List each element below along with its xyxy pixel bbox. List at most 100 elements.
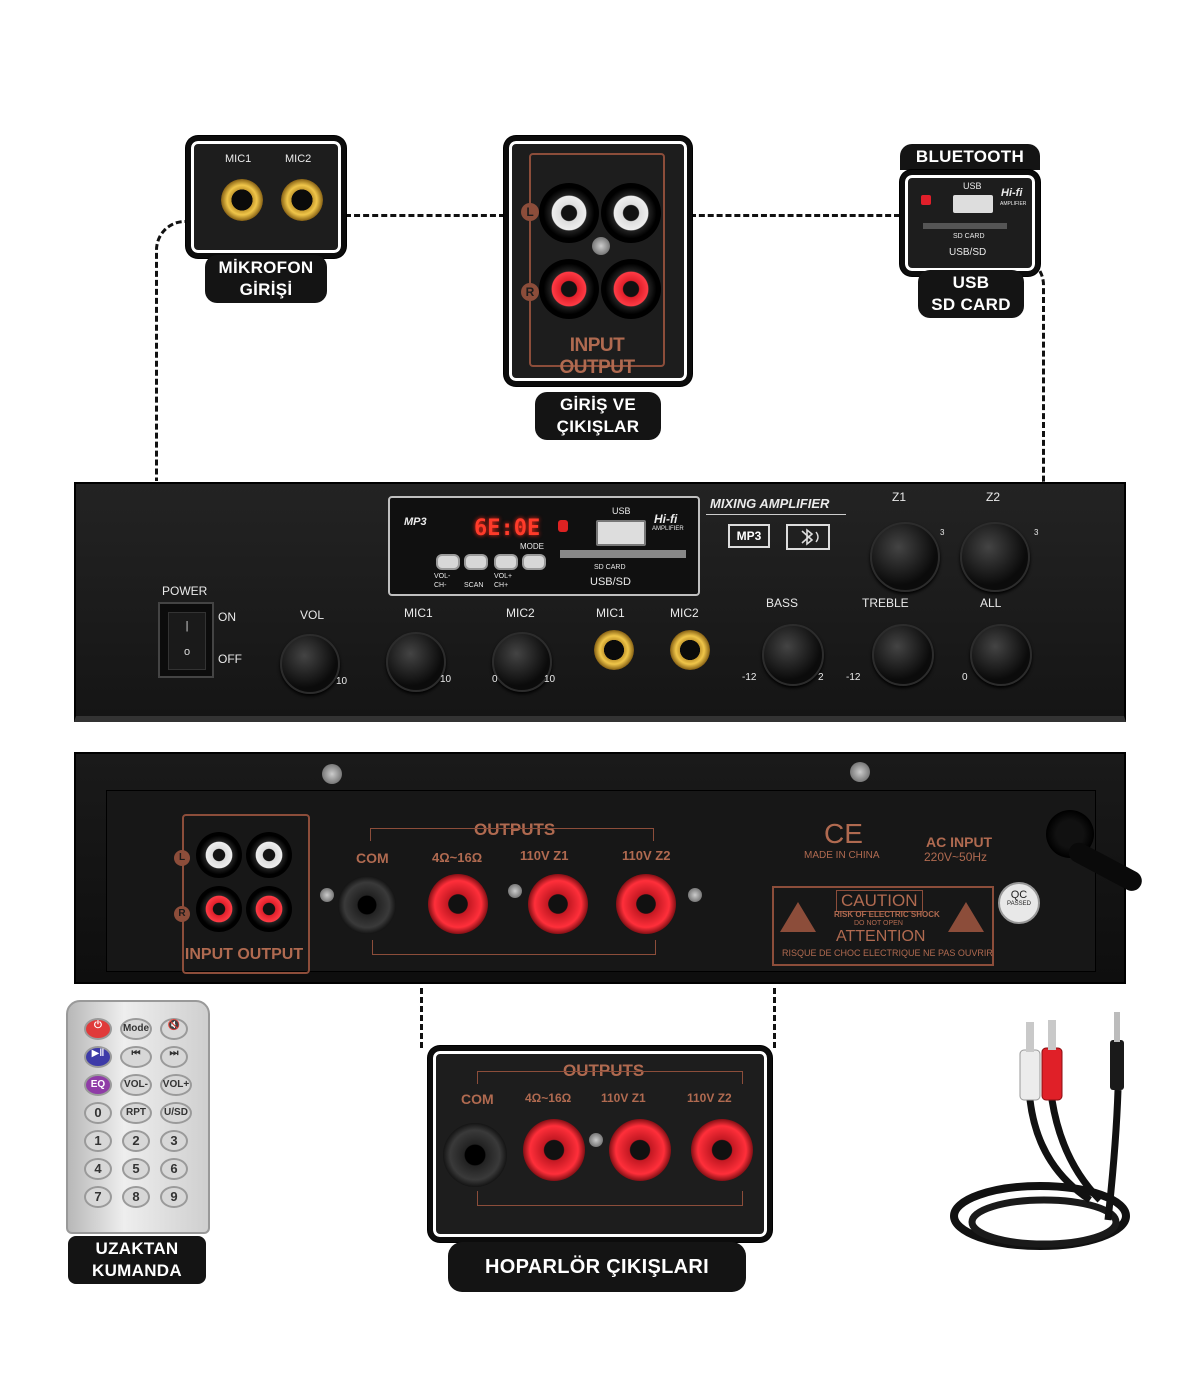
rear-z2-terminal[interactable] bbox=[616, 874, 676, 934]
io-copper-border bbox=[529, 153, 665, 367]
outputs-detail-ohm: 4Ω~16Ω bbox=[525, 1091, 572, 1105]
mic1-jack-label: MIC1 bbox=[596, 606, 625, 620]
vol-scale-10: 10 bbox=[336, 676, 348, 687]
z2-knob[interactable] bbox=[960, 522, 1030, 592]
remote-8-button[interactable]: 8 bbox=[122, 1186, 150, 1208]
mic1-knob-label: MIC1 bbox=[404, 606, 433, 620]
bass-scale-max: 2 bbox=[818, 672, 824, 683]
io-label: GİRİŞ VE ÇIKIŞLAR bbox=[535, 392, 661, 440]
mode-button[interactable] bbox=[522, 554, 546, 570]
remote-rpt-button[interactable]: RPT bbox=[120, 1102, 152, 1124]
module-scan: SCAN bbox=[464, 582, 484, 589]
treble-knob[interactable] bbox=[872, 624, 934, 686]
mic2-volume-knob[interactable] bbox=[492, 632, 552, 692]
remote-vol-plus-button[interactable]: VOL+ bbox=[160, 1074, 192, 1096]
sd-slot-detail bbox=[923, 223, 1007, 229]
remote-usd-button[interactable]: U/SD bbox=[160, 1102, 192, 1124]
remote-mute-button[interactable]: 🔇 bbox=[160, 1018, 188, 1040]
bluetooth-icon bbox=[786, 524, 830, 550]
remote-0-button[interactable]: 0 bbox=[84, 1102, 112, 1124]
remote-5-button[interactable]: 5 bbox=[122, 1158, 150, 1180]
warning-icon-left bbox=[780, 902, 816, 932]
front-panel: MP3 6E:0E USB Hi-fi AMPLIFIER SD CARD US… bbox=[74, 482, 1126, 722]
remote-prev-button[interactable]: ⏮ bbox=[120, 1046, 152, 1068]
rear-rca-white-out[interactable] bbox=[246, 832, 292, 878]
usb-detail-amp: AMPLIFIER bbox=[1000, 201, 1027, 207]
rear-post-screw-right bbox=[688, 888, 702, 902]
z1-knob[interactable] bbox=[870, 522, 940, 592]
remote-4-button[interactable]: 4 bbox=[84, 1158, 112, 1180]
mic2-knob-label: MIC2 bbox=[506, 606, 535, 620]
remote-3-button[interactable]: 3 bbox=[160, 1130, 188, 1152]
front-mic2-jack[interactable] bbox=[670, 630, 710, 670]
rear-outputs-title: OUTPUTS bbox=[474, 820, 556, 839]
bass-knob[interactable] bbox=[762, 624, 824, 686]
outputs-detail-screw bbox=[589, 1133, 603, 1147]
io-screw bbox=[592, 237, 610, 255]
remote-9-button[interactable]: 9 bbox=[160, 1186, 188, 1208]
mixing-amplifier-title: MIXING AMPLIFIER bbox=[710, 496, 830, 511]
rear-rca-white-in[interactable] bbox=[196, 832, 242, 878]
remote-eq-button[interactable]: EQ bbox=[84, 1074, 112, 1096]
qc-passed: PASSED bbox=[1007, 901, 1031, 907]
outputs-detail-ohm-terminal bbox=[523, 1119, 585, 1181]
caution-title: CAUTION bbox=[836, 890, 923, 912]
all-label: ALL bbox=[980, 596, 1002, 610]
io-left-marker: L bbox=[521, 203, 539, 221]
rear-right-marker: R bbox=[174, 906, 190, 922]
z1-scale-3: 3 bbox=[940, 528, 945, 537]
usb-detail-hifi: Hi-fi bbox=[1001, 187, 1023, 199]
mic-detail-frame: MIC1 MIC2 bbox=[186, 136, 346, 258]
module-usb-label: USB bbox=[612, 506, 631, 516]
remote-vol-minus-button[interactable]: VOL- bbox=[120, 1074, 152, 1096]
remote-6-button[interactable]: 6 bbox=[160, 1158, 188, 1180]
play-pause-button[interactable] bbox=[464, 554, 488, 570]
remote-next-button[interactable]: ⏭ bbox=[160, 1046, 188, 1068]
ce-mark: CE bbox=[824, 818, 863, 849]
io-rca-red-out bbox=[601, 259, 661, 319]
rear-z1-label: 110V Z1 bbox=[520, 848, 569, 863]
usb-detail-sd: SD CARD bbox=[953, 233, 985, 240]
mic1-label: MIC1 bbox=[225, 153, 252, 165]
remote-mode-button[interactable]: Mode bbox=[120, 1018, 152, 1040]
caution-risk: RISK OF ELECTRIC SHOCK bbox=[834, 910, 940, 919]
rear-screw-right bbox=[850, 762, 870, 782]
usb-port-detail bbox=[953, 195, 993, 213]
z2-label: Z2 bbox=[986, 490, 1001, 504]
usb-indicator-dot bbox=[921, 195, 931, 205]
outputs-detail-z2: 110V Z2 bbox=[687, 1091, 732, 1105]
prev-button[interactable] bbox=[436, 554, 460, 570]
front-mic1-jack[interactable] bbox=[594, 630, 634, 670]
power-label: POWER bbox=[162, 584, 208, 598]
outputs-detail-title: OUTPUTS bbox=[563, 1061, 645, 1080]
outputs-detail-frame: OUTPUTS COM 4Ω~16Ω 110V Z1 110V Z2 bbox=[428, 1046, 772, 1242]
rear-com-terminal[interactable] bbox=[338, 876, 396, 934]
rear-screw-left bbox=[322, 764, 342, 784]
mic2-scale-10: 10 bbox=[544, 674, 556, 685]
remote-play-button[interactable]: ▶‖ bbox=[84, 1046, 112, 1068]
connector-mic-down bbox=[155, 220, 190, 481]
rear-post-screw-left bbox=[320, 888, 334, 902]
remote-2-button[interactable]: 2 bbox=[122, 1130, 150, 1152]
module-sd-card: SD CARD bbox=[594, 564, 626, 571]
sd-card-slot bbox=[560, 550, 686, 558]
rear-4-16ohm-terminal[interactable] bbox=[428, 874, 488, 934]
rear-rca-red-out[interactable] bbox=[246, 886, 292, 932]
connector-mic-to-io bbox=[345, 214, 505, 217]
ac-input-label: AC INPUT bbox=[926, 834, 993, 850]
remote-control: ⏻ Mode 🔇 ▶‖ ⏮ ⏭ EQ VOL- VOL+ 0 RPT U/SD … bbox=[66, 1000, 210, 1234]
power-switch[interactable]: |o bbox=[158, 602, 214, 678]
remote-7-button[interactable]: 7 bbox=[84, 1186, 112, 1208]
rear-io-caption: INPUT OUTPUT bbox=[184, 946, 304, 963]
vol-knob[interactable] bbox=[280, 634, 340, 694]
rear-rca-red-in[interactable] bbox=[196, 886, 242, 932]
remote-power-button[interactable]: ⏻ bbox=[84, 1018, 112, 1040]
rear-z1-terminal[interactable] bbox=[528, 874, 588, 934]
remote-1-button[interactable]: 1 bbox=[84, 1130, 112, 1152]
mp3-module: MP3 6E:0E USB Hi-fi AMPLIFIER SD CARD US… bbox=[388, 496, 700, 596]
mic1-volume-knob[interactable] bbox=[386, 632, 446, 692]
power-rocker: |o bbox=[168, 612, 206, 670]
mic1-jack bbox=[221, 179, 263, 221]
next-button[interactable] bbox=[494, 554, 518, 570]
all-knob[interactable] bbox=[970, 624, 1032, 686]
